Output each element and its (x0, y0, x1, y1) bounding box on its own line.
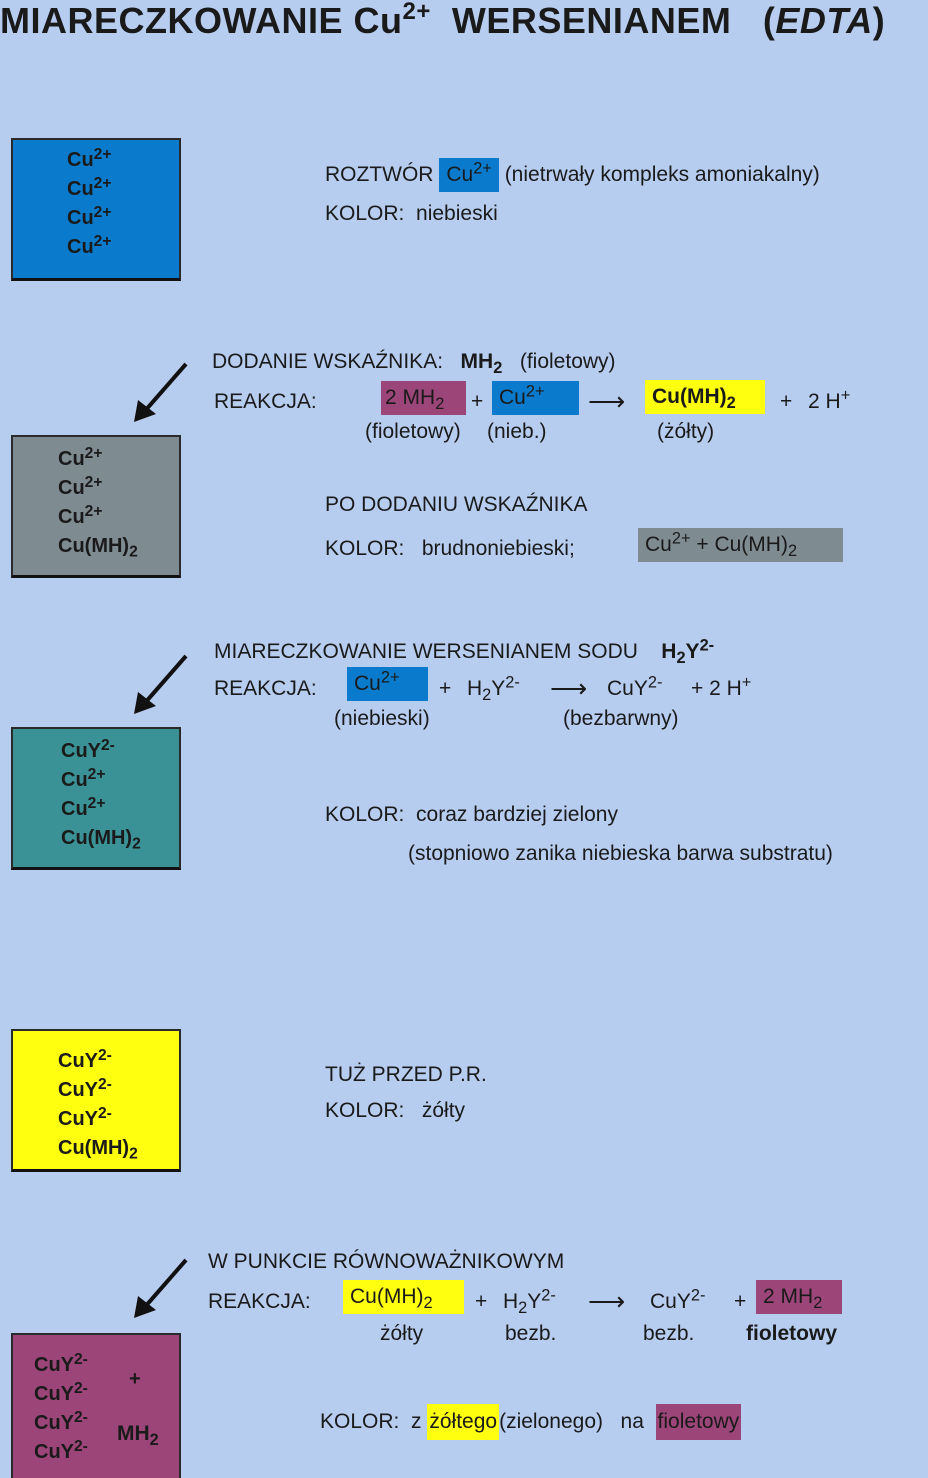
beaker-indicator: MH2 (117, 1422, 159, 1449)
reaction-arrow: ⟶ (588, 386, 626, 416)
color-from-highlight: żółtego (427, 1404, 500, 1440)
titrant-formula: H2Y2- (661, 636, 715, 667)
stage4-label: TUŻ PRZED P.R. (325, 1063, 487, 1086)
reagent-copper-highlight: Cu2+ (492, 381, 579, 415)
product-complex-highlight: Cu(MH)2 (645, 380, 765, 414)
beaker-stage-4: CuY2- CuY2- CuY2- Cu(MH)2 (11, 1029, 181, 1172)
indicator-formula: MH2 (460, 350, 503, 377)
title-middle: WERSENIANEM (451, 0, 732, 41)
beaker-contents: CuY2- Cu2+ Cu2+ Cu(MH)2 (61, 736, 141, 853)
arrow-down-left-icon (134, 654, 188, 714)
beaker-contents: CuY2- CuY2- CuY2- Cu(MH)2 (58, 1046, 138, 1163)
stage3-color-line: KOLOR: coraz bardziej zielony (325, 803, 618, 826)
beaker-contents: Cu2+ Cu2+ Cu2+ Cu2+ (67, 145, 112, 258)
stage2-after-label: PO DODANIU WSKAŹNIKA (325, 493, 588, 516)
stage2-reaction-label: REAKCJA: (214, 390, 317, 413)
stage4-color-line: KOLOR: żółty (325, 1099, 466, 1122)
stage1-color-line: KOLOR: niebieski (325, 202, 498, 225)
stage1-solution-line: ROZTWÓR Cu2+ (nietrwały kompleks amoniak… (325, 158, 820, 192)
stage5-heading: W PUNKCIE RÓWNOWAŻNIKOWYM (208, 1250, 565, 1273)
stage5-reaction-label: REAKCJA: (208, 1290, 311, 1313)
product-indicator-highlight: 2 MH2 (756, 1280, 842, 1314)
beaker-plus: + (129, 1368, 141, 1390)
stage3-reaction-label: REAKCJA: (214, 677, 317, 700)
reaction-arrow: ⟶ (588, 1286, 626, 1316)
beaker-stage-2: Cu2+ Cu2+ Cu2+ Cu(MH)2 (11, 435, 181, 578)
beaker-contents: Cu2+ Cu2+ Cu2+ Cu(MH)2 (58, 444, 138, 561)
stage2-color-label: KOLOR: brudnoniebieski; (325, 537, 575, 560)
reagent-copper-highlight: Cu2+ (347, 667, 428, 701)
reaction-arrow: ⟶ (550, 673, 588, 703)
mixture-highlight: Cu2+ + Cu(MH)2 (638, 528, 843, 562)
arrow-down-left-icon (134, 362, 188, 422)
arrow-down-left-icon (134, 1258, 188, 1318)
beaker-contents: CuY2- CuY2- CuY2- CuY2- (34, 1350, 88, 1463)
title-edta: EDTA (775, 0, 873, 41)
beaker-stage-1: Cu2+ Cu2+ Cu2+ Cu2+ (11, 138, 181, 281)
stage3-note: (stopniowo zanika niebieska barwa substr… (408, 842, 833, 865)
stage3-heading: MIARECZKOWANIE WERSENIANEM SODU H2Y2- (214, 636, 715, 667)
beaker-stage-3: CuY2- Cu2+ Cu2+ Cu(MH)2 (11, 727, 181, 870)
stage2-heading: DODANIE WSKAŹNIKA: MH2 (fioletowy) (212, 350, 616, 377)
color-to-highlight: fioletowy (655, 1404, 742, 1440)
reagent-complex-highlight: Cu(MH)2 (343, 1280, 464, 1314)
beaker-stage-5: CuY2- CuY2- CuY2- CuY2- + MH2 (11, 1333, 181, 1478)
reagent-indicator-highlight: 2 MH2 (381, 381, 466, 415)
title-charge: 2+ (402, 0, 431, 25)
page-title: MIARECZKOWANIE Cu2+ WERSENIANEM (EDTA) (0, 0, 886, 41)
solution-ion-highlight: Cu2+ (439, 158, 499, 192)
stage5-color-line: KOLOR: z żółtego(zielonego) na fioletowy (320, 1404, 742, 1440)
